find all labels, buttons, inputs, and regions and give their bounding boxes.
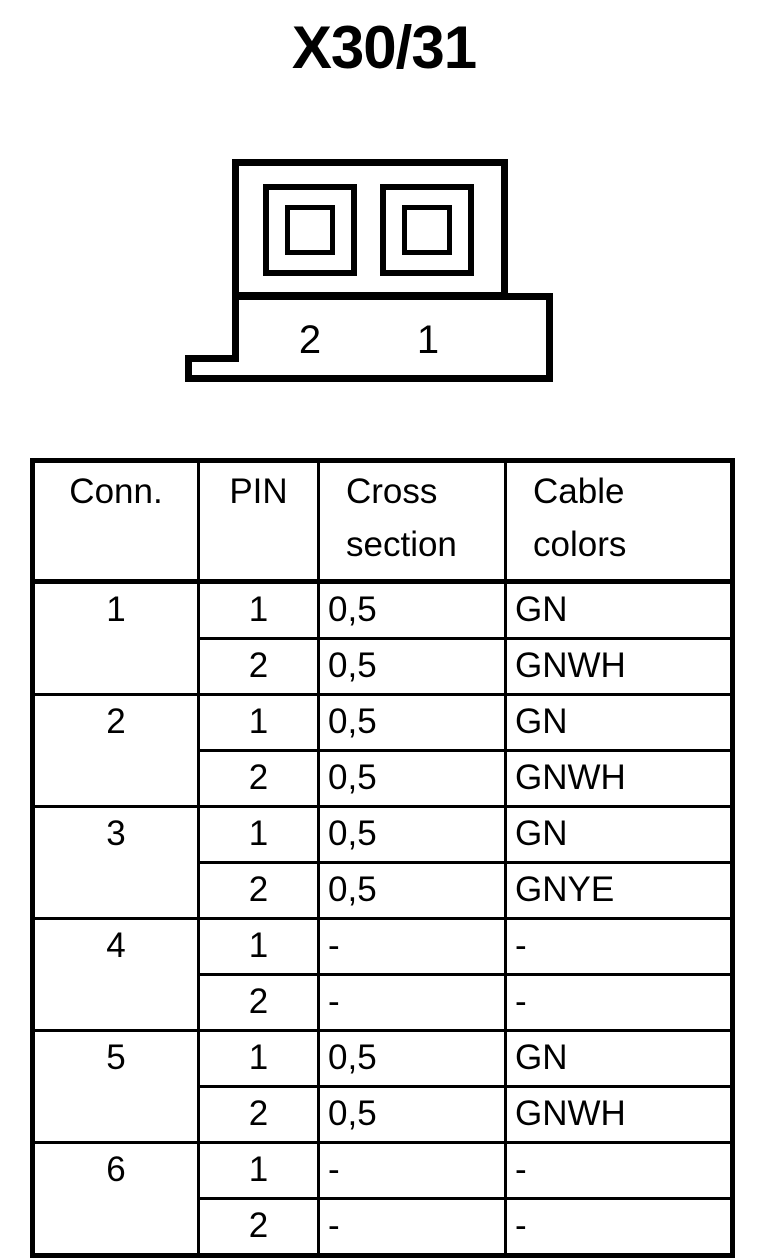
- cell-cable-color: -: [504, 1141, 734, 1200]
- cell-cable-color: GNYE: [504, 861, 734, 920]
- cell-cable-color: GN: [504, 693, 734, 752]
- table-row: 5 1 0,5 GN: [31, 1029, 734, 1144]
- cell-pin: 2: [197, 637, 320, 696]
- connector-terminal-1: [380, 184, 474, 276]
- wiring-table: Conn. PIN Cross section Cable colors 1 1…: [30, 458, 735, 1258]
- table-row: 2 - -: [33, 973, 734, 1032]
- cell-cable-color: GN: [504, 805, 734, 864]
- cell-cross-section: 0,5: [317, 1029, 507, 1088]
- cell-cable-color: GN: [504, 580, 734, 640]
- connector-diagram: 2 1: [0, 0, 768, 420]
- table-row: 2 0,5 GNWH: [33, 749, 734, 808]
- cell-cross-section: 0,5: [317, 861, 507, 920]
- cell-pin: 1: [197, 1141, 320, 1200]
- column-header-cross-section-line2: section: [346, 525, 457, 564]
- cell-cable-color: -: [504, 973, 734, 1032]
- cell-pin: 2: [197, 749, 320, 808]
- table-row: 3 1 0,5 GN: [31, 805, 734, 920]
- cell-pin: 1: [197, 917, 320, 976]
- cell-cross-section: 0,5: [317, 1085, 507, 1144]
- table-row: 2 0,5 GNWH: [33, 1085, 734, 1144]
- table-header-row: Conn. PIN Cross section Cable colors: [31, 459, 734, 584]
- cell-cable-color: -: [504, 1197, 734, 1257]
- column-header-cable-colors: Cable colors: [504, 459, 734, 584]
- column-header-cable-colors-line2: colors: [533, 525, 627, 564]
- cell-cross-section: 0,5: [317, 805, 507, 864]
- cell-cross-section: 0,5: [317, 637, 507, 696]
- cell-cross-section: -: [317, 973, 507, 1032]
- column-header-cable-colors-line1: Cable: [533, 472, 625, 511]
- cell-pin: 2: [197, 973, 320, 1032]
- cell-conn: 1: [31, 580, 200, 696]
- cell-conn: 5: [31, 1029, 200, 1144]
- cell-cable-color: GN: [504, 1029, 734, 1088]
- column-header-cross-section-line1: Cross: [346, 472, 438, 511]
- cell-pin: 1: [197, 580, 320, 640]
- cell-cross-section: 0,5: [317, 693, 507, 752]
- cell-conn: 4: [31, 917, 200, 1032]
- cell-conn: 6: [31, 1141, 200, 1257]
- connector-pin-label-1: 1: [416, 318, 440, 362]
- cell-pin: 2: [197, 861, 320, 920]
- cell-cross-section: 0,5: [317, 580, 507, 640]
- cell-pin: 2: [197, 1085, 320, 1144]
- connector-terminal-1-core: [402, 205, 452, 255]
- table-row: 2 1 0,5 GN: [31, 693, 734, 808]
- table-row: 2 0,5 GNYE: [33, 861, 734, 920]
- connector-pin-label-2: 2: [298, 318, 322, 362]
- column-header-cross-section: Cross section: [317, 459, 507, 584]
- cell-pin: 1: [197, 805, 320, 864]
- cell-cross-section: -: [317, 917, 507, 976]
- connector-terminal-2: [263, 184, 357, 276]
- cell-cross-section: -: [317, 1141, 507, 1200]
- column-header-conn: Conn.: [31, 459, 200, 584]
- cell-cross-section: -: [317, 1197, 507, 1257]
- cell-pin: 2: [197, 1197, 320, 1257]
- cell-cross-section: 0,5: [317, 749, 507, 808]
- cell-cable-color: GNWH: [504, 1085, 734, 1144]
- column-header-pin: PIN: [197, 459, 320, 584]
- page-title: X30/31: [291, 14, 477, 81]
- table-row: 6 1 - -: [31, 1141, 734, 1257]
- cell-pin: 1: [197, 1029, 320, 1088]
- table-row: 2 - -: [33, 1197, 734, 1257]
- table-row: 4 1 - -: [31, 917, 734, 1032]
- table-row: 2 0,5 GNWH: [33, 637, 734, 696]
- connector-terminal-2-core: [285, 205, 335, 255]
- cell-cable-color: -: [504, 917, 734, 976]
- connector-latch-tab: [185, 355, 239, 382]
- cell-conn: 2: [31, 693, 200, 808]
- cell-pin: 1: [197, 693, 320, 752]
- cell-cable-color: GNWH: [504, 637, 734, 696]
- cell-conn: 3: [31, 805, 200, 920]
- table-row: 1 1 0,5 GN: [31, 580, 734, 696]
- connector-lower-housing: [232, 293, 553, 382]
- cell-cable-color: GNWH: [504, 749, 734, 808]
